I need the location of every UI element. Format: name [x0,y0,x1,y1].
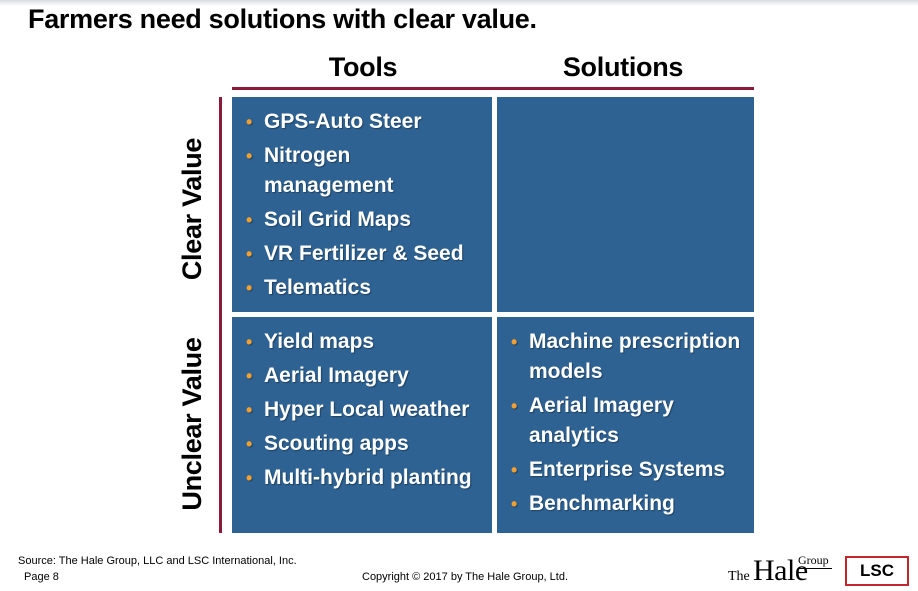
column-header-rule [232,87,754,90]
list-item: Aerial Imagery analytics [511,391,744,451]
row-label-unclear-value: Unclear Value [177,337,207,511]
source-note: Source: The Hale Group, LLC and LSC Inte… [18,555,297,567]
row-label-rule [219,97,222,533]
list-item: VR Fertilizer & Seed [246,239,482,269]
list-item: Benchmarking [511,489,744,519]
cell-unclear-solutions: Machine prescription modelsAerial Imager… [497,317,754,533]
top-gradient-bar [0,0,918,6]
list-item: Machine prescription models [511,327,744,387]
list-item: Nitrogen management [246,141,482,201]
slide-title: Farmers need solutions with clear value. [28,4,537,34]
lsc-logo: LSC [845,556,909,586]
cell-list: Machine prescription modelsAerial Imager… [511,327,744,519]
list-item: Enterprise Systems [511,455,744,485]
cell-list: Yield mapsAerial ImageryHyper Local weat… [246,327,482,493]
cell-unclear-tools: Yield mapsAerial ImageryHyper Local weat… [232,317,492,533]
hale-logo-name: Hale [753,554,808,587]
list-item: Telematics [246,273,482,303]
list-item: GPS-Auto Steer [246,107,482,137]
page-number: Page 8 [24,571,59,583]
list-item: Hyper Local weather [246,395,482,425]
list-item: Multi-hybrid planting [246,463,482,493]
cell-clear-tools: GPS-Auto SteerNitrogen managementSoil Gr… [232,97,492,312]
column-header-tools: Tools [328,52,398,82]
hale-logo-underline [798,568,832,569]
column-header-solutions: Solutions [562,52,684,82]
cell-list: GPS-Auto SteerNitrogen managementSoil Gr… [246,107,482,303]
cell-clear-solutions [497,97,754,312]
list-item: Aerial Imagery [246,361,482,391]
copyright-note: Copyright © 2017 by The Hale Group, Ltd. [362,571,569,583]
hale-logo-group: Group [798,553,829,567]
list-item: Scouting apps [246,429,482,459]
hale-logo-the: The [728,569,750,584]
list-item: Yield maps [246,327,482,357]
hale-group-logo: The Hale Group [728,552,836,588]
list-item: Soil Grid Maps [246,205,482,235]
